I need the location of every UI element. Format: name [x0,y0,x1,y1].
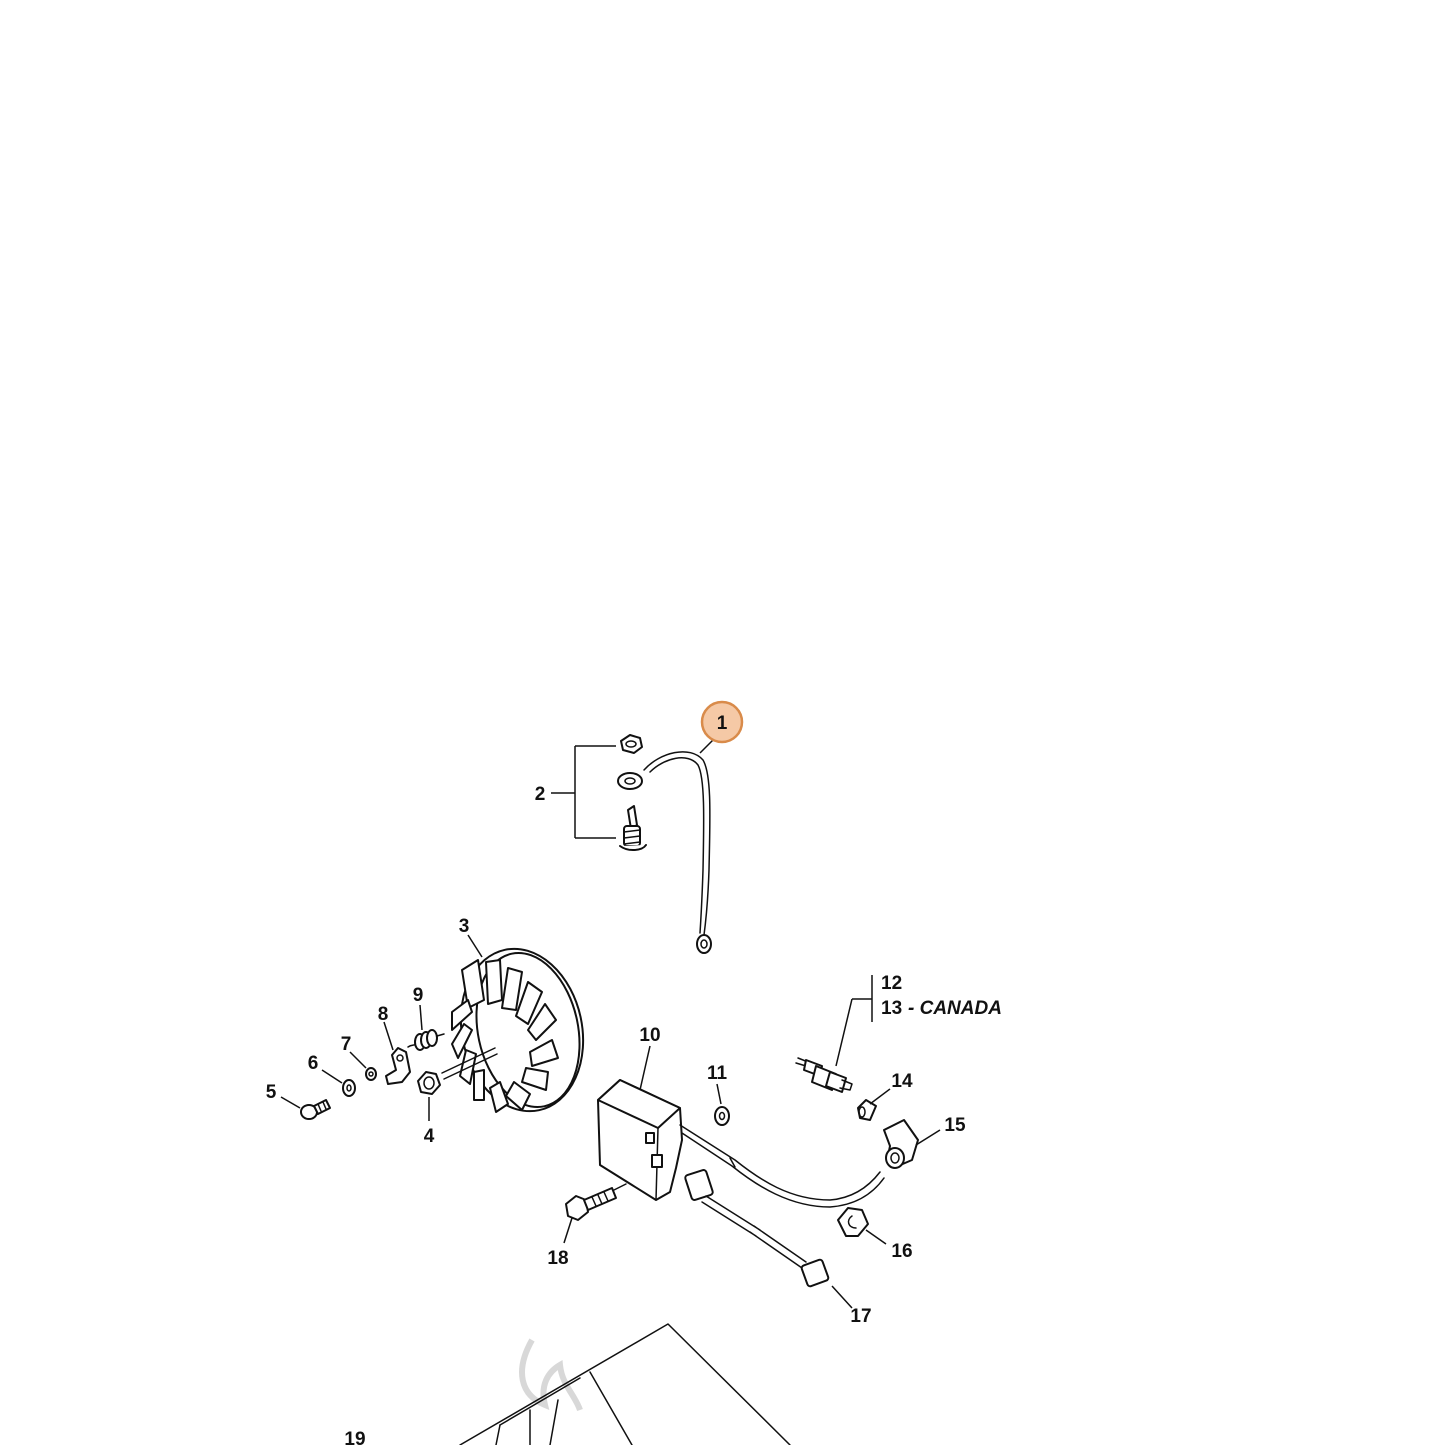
highlight-circle [700,700,744,744]
callout-14[interactable]: 14 [891,1071,913,1092]
callout-19[interactable]: 19 [344,1429,365,1445]
fan-housing-part-19[interactable] [459,1323,791,1445]
ground-wire-part-1[interactable] [643,751,712,954]
short-circuit-wire-part-17[interactable] [684,1169,830,1288]
callout-13-region-note: - CANADA [908,998,1002,1019]
callout-8[interactable]: 8 [378,1004,389,1025]
callout-17[interactable]: 17 [850,1306,871,1327]
flywheel-part-3[interactable] [441,937,598,1122]
spark-plug-part-12-13[interactable] [795,1057,853,1093]
callout-7[interactable]: 7 [341,1034,352,1055]
callout-5[interactable]: 5 [266,1082,277,1103]
callout-13[interactable]: 13 [881,998,902,1019]
callout-11[interactable]: 11 [707,1063,728,1084]
ignition-module-part-10[interactable] [597,1079,885,1208]
callout-16[interactable]: 16 [891,1241,912,1262]
spring-part-9[interactable] [407,1029,445,1051]
callout-10[interactable]: 10 [639,1025,660,1046]
callout-3[interactable]: 3 [459,916,470,937]
washer-part-11[interactable] [714,1106,730,1126]
callout-9[interactable]: 9 [413,985,424,1006]
callout-12[interactable]: 12 [881,973,902,994]
watermark-logo [519,1338,583,1412]
spring-clip-part-16[interactable] [837,1207,869,1237]
terminal-set-part-2[interactable] [617,734,647,851]
leader-lines [280,739,941,1309]
sleeve-part-14[interactable] [857,1099,877,1121]
screw-part-18[interactable] [565,1183,627,1221]
callout-1[interactable]: 1 [717,713,728,734]
nut-part-7[interactable] [365,1067,377,1081]
callout-18[interactable]: 18 [547,1248,568,1269]
nut-part-4[interactable] [417,1071,441,1095]
callout-6[interactable]: 6 [308,1053,319,1074]
callout-15[interactable]: 15 [944,1115,966,1136]
spark-plug-boot-part-15[interactable] [883,1119,919,1169]
callout-2[interactable]: 2 [535,784,546,805]
pawl-part-8[interactable] [385,1047,411,1085]
callout-4[interactable]: 4 [424,1126,435,1147]
screw-part-5[interactable] [300,1099,331,1120]
washer-part-6[interactable] [342,1079,356,1097]
